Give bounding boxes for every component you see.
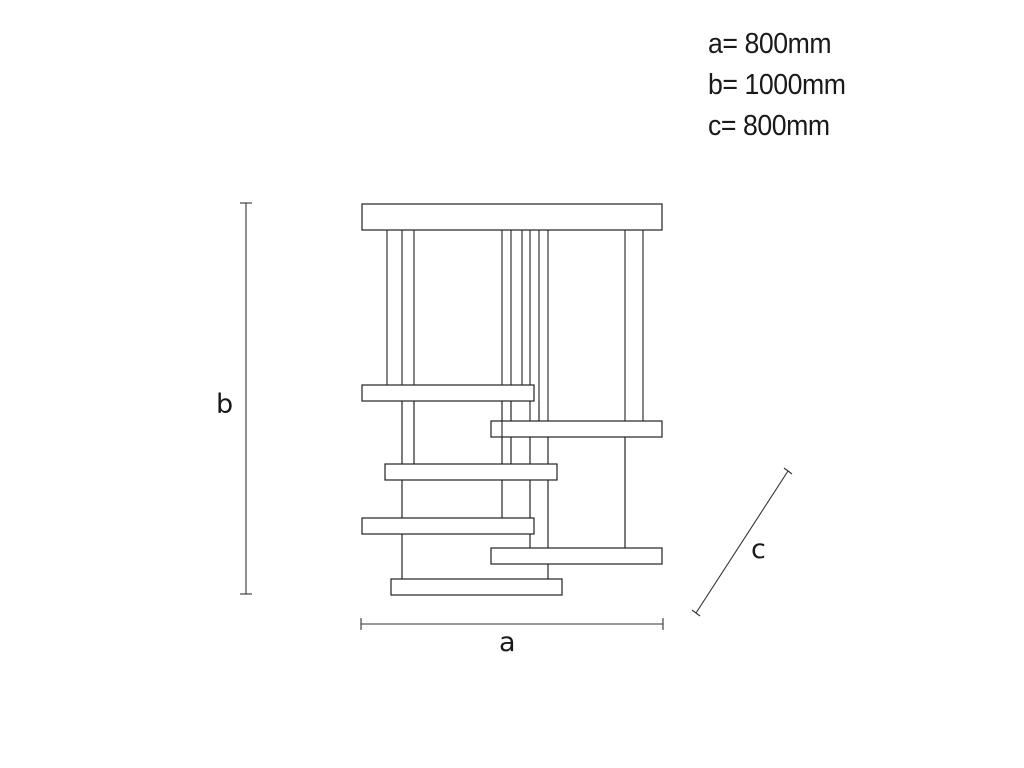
label-a: a <box>499 627 516 658</box>
ring-bar <box>490 420 663 438</box>
ring-bar <box>490 547 663 565</box>
label-b: b <box>216 389 233 420</box>
dimension-a-text: a= 800mm <box>708 28 832 60</box>
front-wires <box>401 401 626 579</box>
dimension-a-line <box>360 618 664 630</box>
ring-bar <box>390 578 563 596</box>
ceiling-canopy <box>361 203 663 231</box>
dimension-b-line <box>240 202 252 595</box>
ring-bar <box>384 463 558 481</box>
dimension-legend: a= 800mm b= 1000mm c= 800mm <box>708 24 846 147</box>
dimension-b-text: b= 1000mm <box>708 69 846 101</box>
dimension-c-text: c= 800mm <box>708 110 830 142</box>
dimension-c-line <box>691 467 793 617</box>
ring-bar <box>361 384 535 402</box>
label-c: c <box>751 534 766 565</box>
ring-bar <box>361 517 535 535</box>
